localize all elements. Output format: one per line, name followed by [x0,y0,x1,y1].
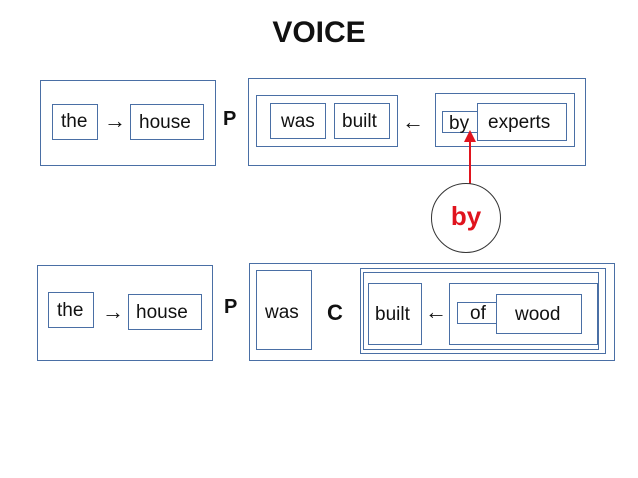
row2-complement-inner-frame [363,272,599,350]
row1-preposition: by [449,113,470,134]
row1-subject-noun: house [139,112,191,133]
row1-verb-box: built [334,103,390,139]
row2-subject-noun-box: house [128,294,202,330]
row1-subject-noun-box: house [130,104,204,140]
row1-subject-frame [40,80,216,166]
row2-pp-group [449,283,598,345]
row2-aux-box: was [256,270,312,350]
row2-subject-noun: house [136,302,188,323]
callout-circle [431,183,501,253]
callout-arrow [464,130,476,184]
row1-marker-p: P [223,108,237,130]
row2-verb-box: built [368,283,422,345]
row2-preposition-box: of [457,302,499,324]
row1-agent-noun: experts [488,112,551,133]
row2-object-noun-box: wood [496,294,582,334]
row2-marker-c: C [327,300,343,325]
row1-verb: built [342,111,377,132]
row2-subject-determiner: the [57,300,84,321]
row2-marker-p: P [224,296,238,318]
row2-verb: built [375,304,410,325]
row1-subject-determiner-box: the [52,104,98,140]
row2-aux: was [265,302,299,323]
row1-predicate-frame [248,78,586,166]
row1-agent-group [435,93,575,147]
row2-subject-frame [37,265,213,361]
row2-object-noun: wood [515,304,561,325]
row1-right-arrow: → [104,108,126,133]
row1-aux-box: was [270,103,326,139]
row1-verb-group [256,95,398,147]
row2-right-arrow: → [102,299,124,324]
row2-left-arrow: ← [425,299,447,324]
row1-left-arrow: ← [402,109,424,134]
page-title: VOICE [272,16,366,49]
row1-aux: was [281,111,315,132]
row2-subject-determiner-box: the [48,292,94,328]
row1-agent-noun-box: experts [477,103,567,141]
row1-subject-determiner: the [61,111,88,132]
callout-label: by [450,201,482,231]
row2-predicate-frame [249,263,615,361]
row2-complement-frame [360,268,606,354]
row2-preposition: of [470,303,486,324]
